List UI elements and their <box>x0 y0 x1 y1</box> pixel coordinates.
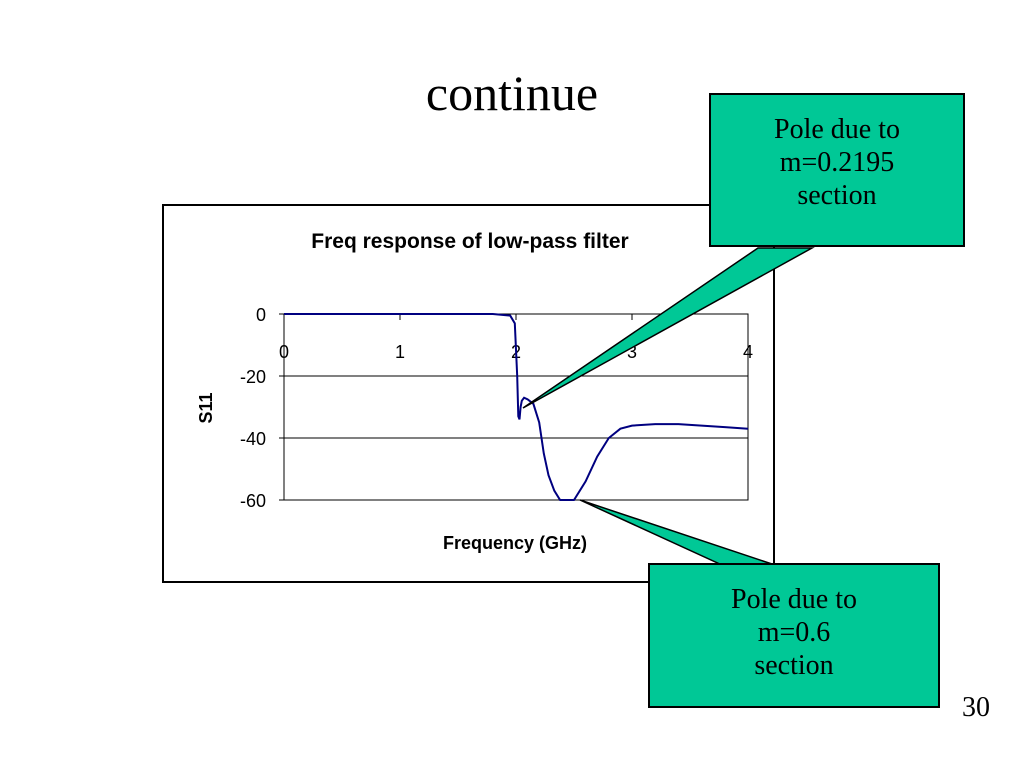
x-axis-label: Frequency (GHz) <box>443 533 587 553</box>
x-tick-label: 1 <box>395 342 405 362</box>
x-tick-label: 0 <box>279 342 289 362</box>
y-tick-label: -40 <box>240 429 266 449</box>
callout-pole-m-0-2195: Pole due to m=0.2195 section <box>709 93 965 247</box>
callout-top-line1: Pole due to <box>774 114 900 145</box>
series-line-s11 <box>284 313 749 501</box>
slide-title: continue <box>425 65 599 121</box>
callout-bottom-line3: section <box>754 650 834 681</box>
x-tick-label: 3 <box>627 342 637 362</box>
callout-top-line2: m=0.2195 <box>779 147 895 178</box>
y-tick-label: -60 <box>240 491 266 511</box>
callout-pole-m-0-6: Pole due to m=0.6 section <box>648 563 940 708</box>
callout-bottom-line1: Pole due to <box>731 584 857 615</box>
callout-pointer-top <box>522 247 815 409</box>
y-axis: 0 -20 -40 -60 <box>240 305 284 511</box>
chart-title: Freq response of low-pass filter <box>311 230 628 253</box>
page-number: 30 <box>962 692 990 723</box>
y-axis-label: S11 <box>196 392 216 423</box>
x-tick-label: 4 <box>743 342 753 362</box>
callout-top-line3: section <box>797 180 877 211</box>
callout-bottom-line2: m=0.6 <box>757 617 831 648</box>
y-tick-label: 0 <box>256 305 266 325</box>
y-tick-label: -20 <box>240 367 266 387</box>
